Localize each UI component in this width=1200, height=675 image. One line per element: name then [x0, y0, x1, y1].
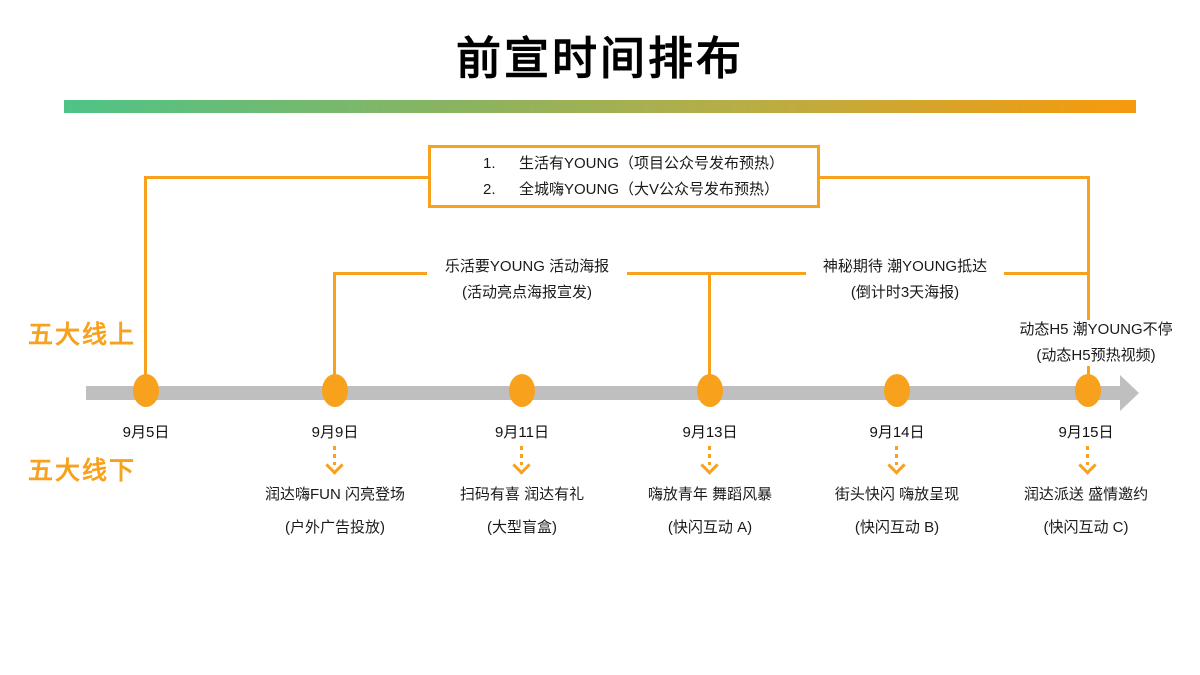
event-subtitle: (大型盲盒): [487, 519, 557, 536]
dashed-arrow-stem: [708, 446, 711, 465]
connector-line: [1087, 176, 1090, 380]
date-label: 9月13日: [682, 424, 738, 441]
event-title: 嗨放青年 舞蹈风暴: [647, 486, 773, 503]
dashed-arrow-stem: [520, 446, 523, 465]
gradient-divider: [64, 100, 1136, 113]
callout-title: 动态H5 潮YOUNG不停: [1019, 321, 1173, 338]
date-label: 9月5日: [122, 424, 170, 441]
callout-title: 神秘期待 潮YOUNG抵达: [822, 258, 988, 275]
list-number: 1.: [483, 155, 496, 172]
connector-line: [144, 176, 147, 380]
callout-title: 乐活要YOUNG 活动海报: [444, 258, 610, 275]
event-subtitle: (快闪互动 A): [667, 519, 753, 536]
online-callout-poster: 乐活要YOUNG 活动海报 (活动亮点海报宣发): [427, 257, 627, 303]
callout-item: 2. 全城嗨YOUNG（大V公众号发布预热）: [483, 180, 817, 199]
dashed-arrow-stem: [1086, 446, 1089, 465]
date-label: 9月9日: [311, 424, 359, 441]
section-label-online: 五大线上: [28, 321, 137, 349]
offline-event: 润达派送 盛情邀约 (快闪互动 C): [981, 485, 1191, 538]
dashed-arrow-stem: [333, 446, 336, 465]
connector-line: [708, 272, 711, 380]
offline-event: 扫码有喜 润达有礼 (大型盲盒): [417, 485, 627, 538]
page-title: 前宣时间排布: [455, 34, 744, 84]
arrow-down-icon: [887, 456, 906, 475]
timeline-dot: [1075, 374, 1101, 407]
connector-line: [975, 272, 1090, 275]
callout-item: 1. 生活有YOUNG（项目公众号发布预热）: [483, 154, 817, 173]
timeline-bar: [86, 386, 1122, 400]
callout-subtitle: (活动亮点海报宣发): [462, 284, 592, 301]
event-subtitle: (快闪互动 C): [1043, 519, 1129, 536]
arrow-down-icon: [700, 456, 719, 475]
arrow-down-icon: [1078, 456, 1097, 475]
timeline-dot: [322, 374, 348, 407]
date-label: 9月15日: [1058, 424, 1114, 441]
timeline-dot: [509, 374, 535, 407]
connector-line: [818, 176, 1090, 179]
arrow-down-icon: [512, 456, 531, 475]
callout-subtitle: (倒计时3天海报): [850, 284, 960, 301]
date-label: 9月11日: [495, 424, 549, 441]
event-title: 街头快闪 嗨放呈现: [834, 486, 960, 503]
callout-text: 生活有YOUNG（项目公众号发布预热）: [519, 155, 785, 172]
arrow-down-icon: [325, 456, 344, 475]
callout-text: 全城嗨YOUNG（大V公众号发布预热）: [519, 181, 780, 198]
event-title: 扫码有喜 润达有礼: [459, 486, 585, 503]
event-title: 润达派送 盛情邀约: [1023, 486, 1149, 503]
dashed-arrow-stem: [895, 446, 898, 465]
timeline-dot: [697, 374, 723, 407]
connector-line: [333, 272, 336, 380]
online-callout-countdown: 神秘期待 潮YOUNG抵达 (倒计时3天海报): [806, 257, 1004, 303]
date-label: 9月14日: [869, 424, 925, 441]
list-number: 2.: [483, 181, 496, 198]
event-title: 润达嗨FUN 闪亮登场: [265, 486, 405, 503]
online-callout-h5: 动态H5 潮YOUNG不停 (动态H5预热视频): [1000, 320, 1192, 366]
event-subtitle: (快闪互动 B): [854, 519, 940, 536]
callout-subtitle: (动态H5预热视频): [1036, 347, 1156, 364]
event-subtitle: (户外广告投放): [285, 519, 385, 536]
arrow-right-icon: [1120, 375, 1139, 411]
online-callout-box: 1. 生活有YOUNG（项目公众号发布预热） 2. 全城嗨YOUNG（大V公众号…: [428, 145, 820, 208]
offline-event: 嗨放青年 舞蹈风暴 (快闪互动 A): [605, 485, 815, 538]
offline-event: 街头快闪 嗨放呈现 (快闪互动 B): [792, 485, 1002, 538]
timeline-dot: [884, 374, 910, 407]
connector-line: [144, 176, 431, 179]
offline-event: 润达嗨FUN 闪亮登场 (户外广告投放): [230, 485, 440, 538]
section-label-offline: 五大线下: [28, 457, 137, 485]
timeline-dot: [133, 374, 159, 407]
